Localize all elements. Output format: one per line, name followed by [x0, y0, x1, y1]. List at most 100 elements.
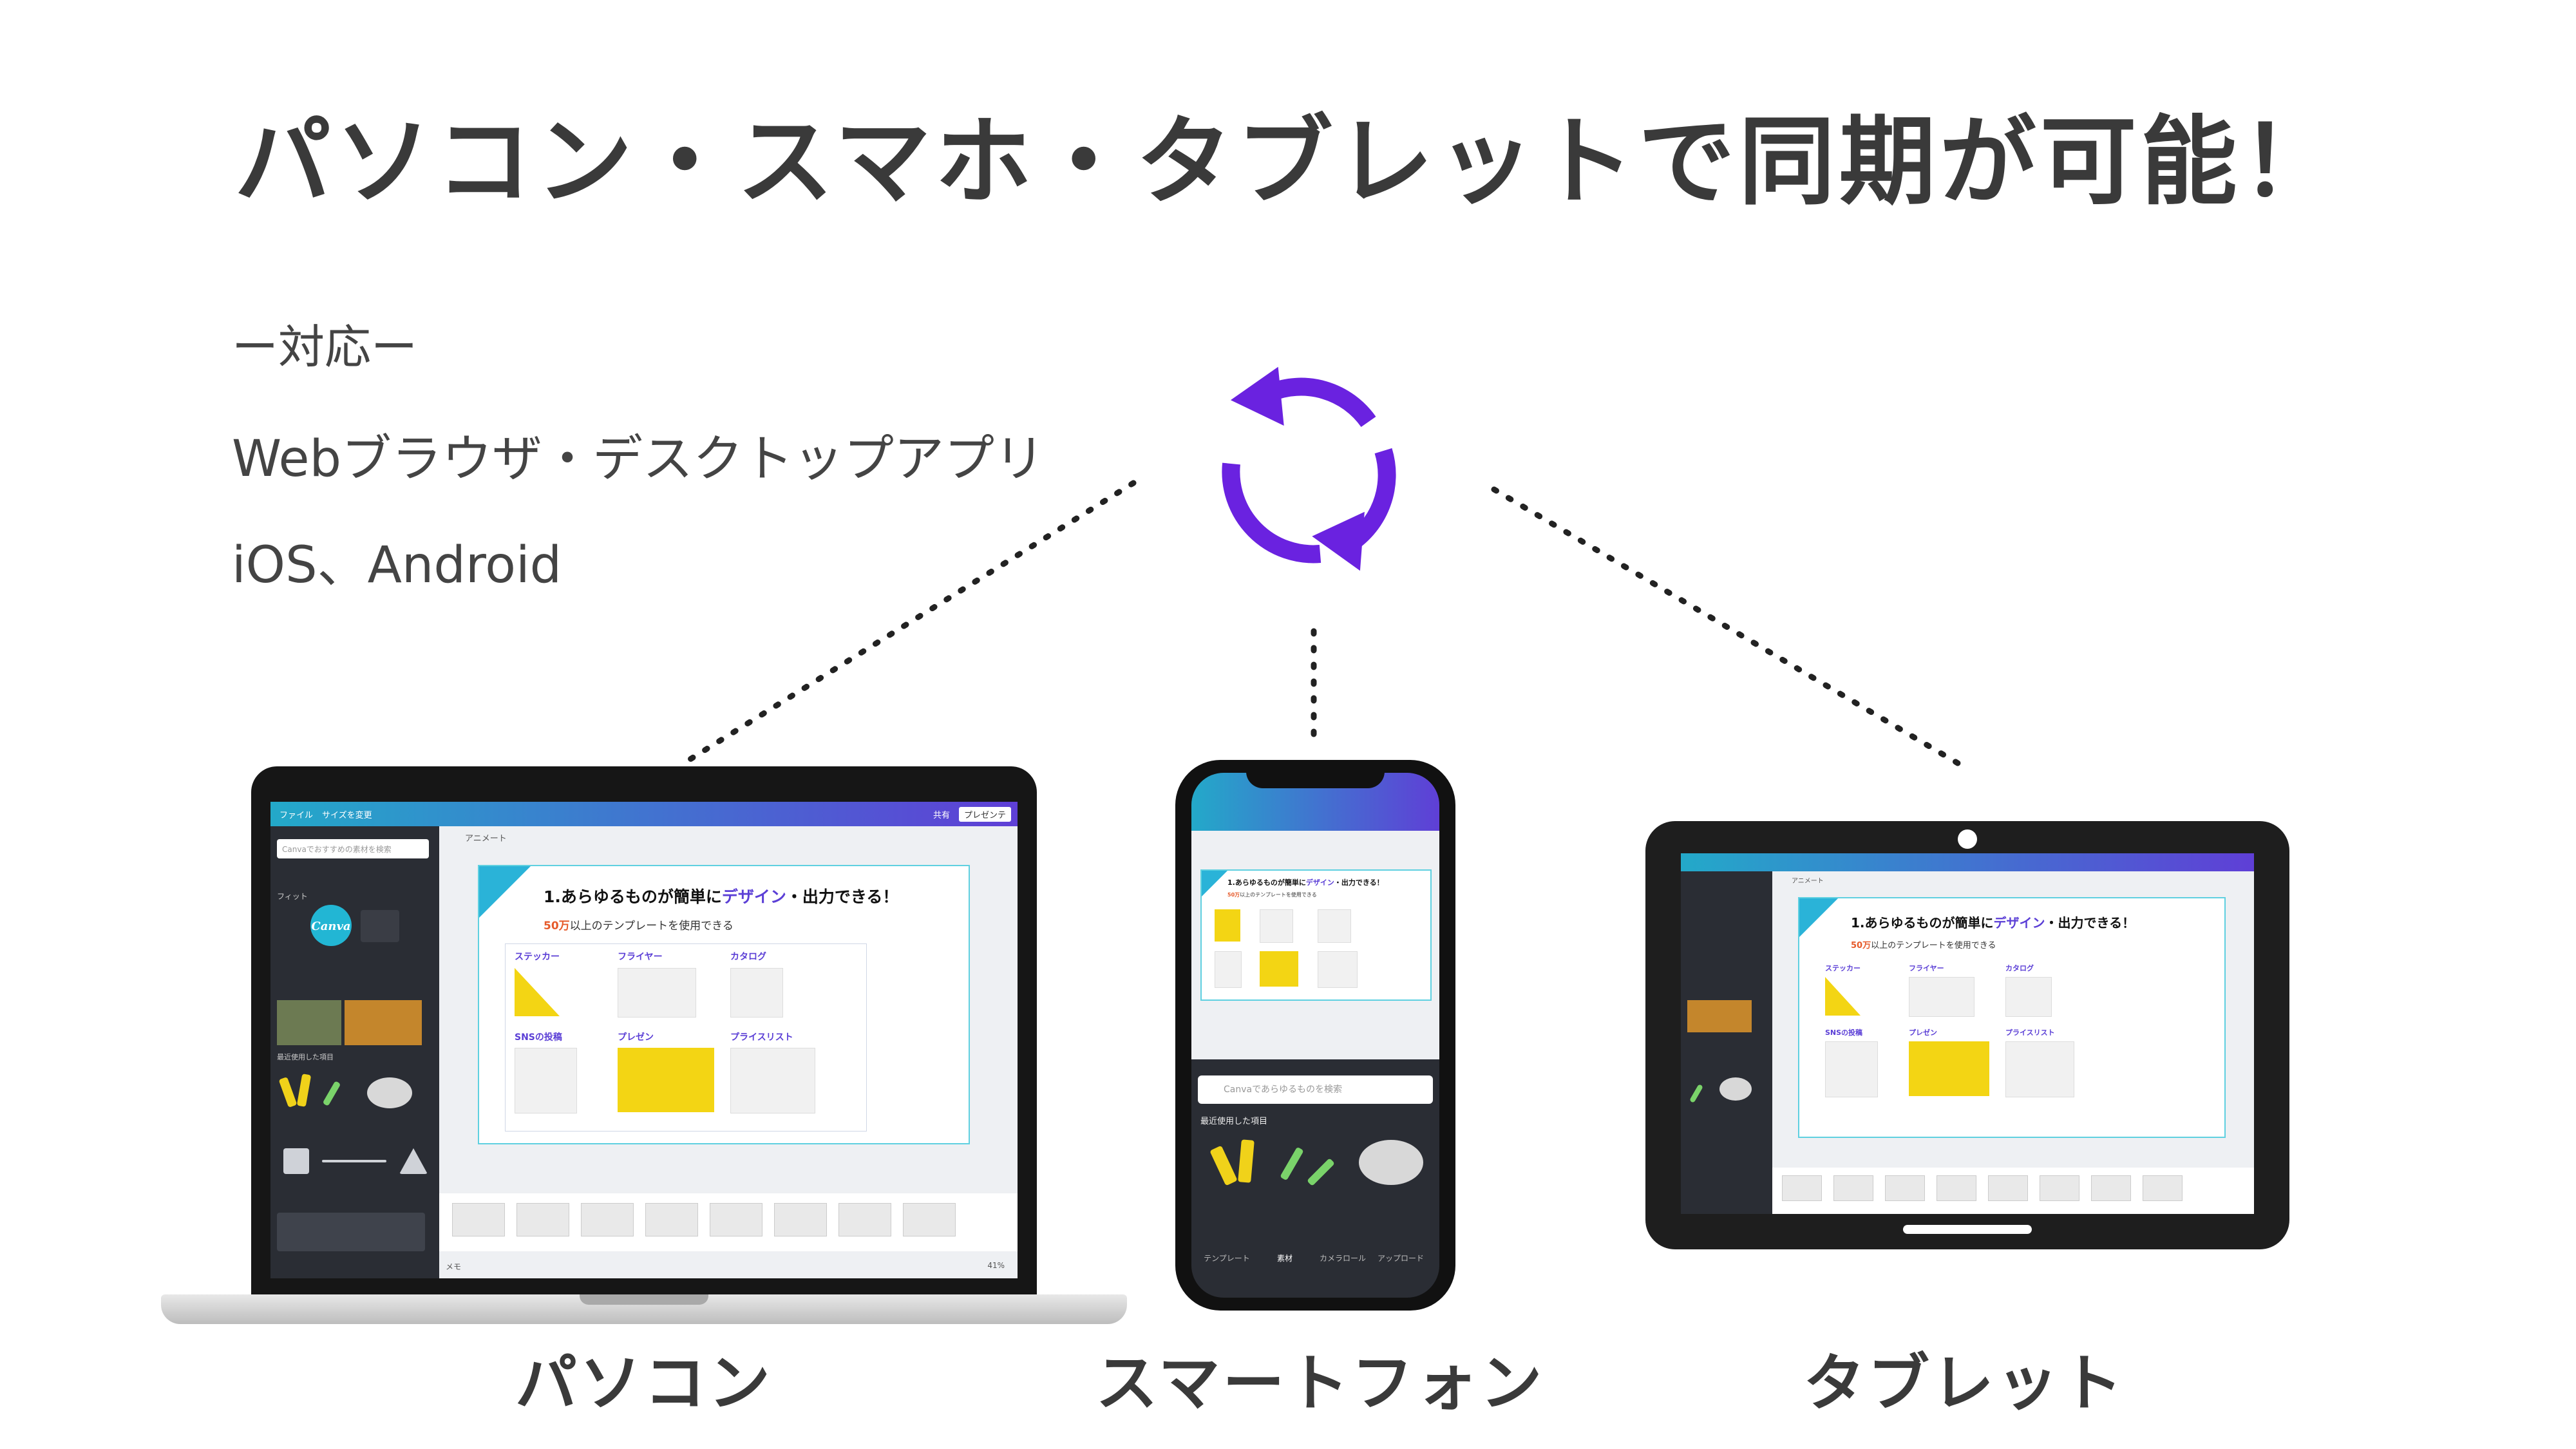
editor-toolbar: ファイル サイズを変更 共有 プレゼンテ	[270, 802, 1018, 826]
sticker-stroke[interactable]	[1209, 1145, 1238, 1186]
phone-slide-subheading: 50万以上のテンプレートを使用できる	[1227, 892, 1317, 898]
sidebar-photo[interactable]	[277, 1000, 341, 1045]
page-thumbnail[interactable]	[774, 1203, 827, 1236]
phone-nav-upload[interactable]: アップロード	[1377, 1254, 1424, 1263]
tile-label-presentation: プレゼン	[618, 1032, 654, 1043]
shape-line[interactable]	[322, 1160, 386, 1162]
tile-image-presentation[interactable]	[1909, 1041, 1989, 1096]
tile-image-pricelist[interactable]	[730, 1048, 815, 1113]
slide-title: パソコン・スマホ・タブレットで同期が可能！	[234, 106, 2342, 218]
tile-image-flyer[interactable]	[1909, 977, 1975, 1017]
caption-pc: パソコン	[515, 1347, 773, 1419]
sticker-stroke[interactable]	[322, 1081, 341, 1106]
phone-tile[interactable]	[1215, 951, 1242, 988]
sticker-stroke[interactable]	[1689, 1084, 1703, 1103]
phone-tile[interactable]	[1215, 909, 1240, 942]
shape-square[interactable]	[283, 1148, 309, 1174]
tile-image-catalog[interactable]	[730, 968, 783, 1018]
laptop-notch	[580, 1294, 708, 1305]
page-thumbnail[interactable]	[1885, 1175, 1925, 1201]
slide-corner-badge	[1799, 898, 1838, 937]
phone-tile[interactable]	[1260, 951, 1298, 987]
sync-icon	[1222, 366, 1396, 571]
sidebar-search-input[interactable]: Canvaでおすすめの素材を検索	[277, 839, 429, 858]
phone-sticker[interactable]	[1359, 1140, 1423, 1185]
phone-nav-elements[interactable]: 素材	[1276, 1254, 1293, 1263]
tablet-sidebar	[1681, 871, 1771, 1214]
sticker-stroke[interactable]	[1238, 1139, 1255, 1183]
share-button[interactable]: 共有	[933, 810, 950, 820]
sidebar-frames[interactable]	[277, 1213, 425, 1251]
page-thumbnail[interactable]	[645, 1203, 698, 1236]
page-thumbnail[interactable]	[903, 1203, 956, 1236]
slide-subheading: 50万以上のテンプレートを使用できる	[544, 920, 734, 933]
slide-heading: 1.あらゆるものが簡単にデザイン・出力できる！	[544, 887, 899, 906]
sidebar-photo[interactable]	[345, 1000, 422, 1045]
notes-button[interactable]: メモ	[446, 1262, 462, 1271]
support-heading: ー対応ー	[232, 320, 418, 374]
tablet-home-bar	[1903, 1225, 2032, 1234]
page-thumbnail[interactable]	[2040, 1175, 2079, 1201]
page-thumbnail[interactable]	[516, 1203, 569, 1236]
sidebar-element[interactable]	[1719, 1077, 1752, 1101]
zoom-level[interactable]: 41%	[987, 1261, 1005, 1270]
tile-image-sns[interactable]	[515, 1048, 577, 1113]
slide-corner-badge	[479, 866, 531, 918]
tablet-camera	[1958, 829, 1977, 849]
sidebar-element[interactable]	[367, 1077, 412, 1108]
menu-file[interactable]: ファイル	[279, 810, 314, 820]
sticker-stroke[interactable]	[1280, 1146, 1304, 1181]
tile-label-catalog: カタログ	[2005, 964, 2034, 972]
tile-image-sticker[interactable]	[1825, 977, 1861, 1016]
page-thumbnail[interactable]	[2091, 1175, 2131, 1201]
tablet-slide-subheading: 50万以上のテンプレートを使用できる	[1851, 941, 1996, 951]
phone-tile[interactable]	[1318, 951, 1358, 988]
editor-canvas: アニメート 1.あらゆるものが簡単にデザイン・出力できる！ 50万以上のテンプレ…	[439, 826, 1018, 1278]
phone-design-slide[interactable]: 1.あらゆるものが簡単にデザイン・出力できる！ 50万以上のテンプレートを使用で…	[1200, 869, 1432, 1001]
page-thumbnail[interactable]	[1937, 1175, 1976, 1201]
phone-screen: 1.あらゆるものが簡単にデザイン・出力できる！ 50万以上のテンプレートを使用で…	[1191, 773, 1439, 1298]
tile-image-presentation[interactable]	[618, 1048, 714, 1112]
design-slide[interactable]: 1.あらゆるものが簡単にデザイン・出力できる！ 50万以上のテンプレートを使用で…	[478, 865, 970, 1144]
page-thumbnail[interactable]	[2143, 1175, 2183, 1201]
page-thumbnail[interactable]	[710, 1203, 762, 1236]
shape-triangle[interactable]	[399, 1148, 428, 1174]
animate-button[interactable]: アニメート	[1792, 878, 1824, 885]
connector-pc	[686, 480, 1137, 763]
sidebar-element[interactable]	[361, 910, 399, 942]
menu-resize[interactable]: サイズを変更	[322, 810, 372, 820]
tablet-slide-heading: 1.あらゆるものが簡単にデザイン・出力できる！	[1851, 915, 2136, 931]
sticker-stroke[interactable]	[1307, 1158, 1335, 1186]
tile-label-sns: SNSの投稿	[515, 1032, 562, 1043]
tile-label-pricelist: プライスリスト	[730, 1032, 793, 1043]
sidebar-photo[interactable]	[1687, 1000, 1752, 1032]
tile-label-flyer: フライヤー	[1909, 964, 1944, 972]
editor-sidebar: Canvaでおすすめの素材を検索 フィット Canva 最近使用した項目	[270, 826, 438, 1278]
tile-label-catalog: カタログ	[730, 952, 766, 962]
sticker-stroke[interactable]	[278, 1076, 298, 1108]
page-thumbnail[interactable]	[1988, 1175, 2028, 1201]
tablet-toolbar	[1681, 853, 2254, 871]
slide-corner-badge	[1202, 871, 1227, 896]
phone-tile[interactable]	[1260, 909, 1293, 943]
tile-image-sns[interactable]	[1825, 1041, 1878, 1097]
tile-image-flyer[interactable]	[618, 968, 696, 1018]
tile-image-pricelist[interactable]	[2005, 1041, 2074, 1097]
page-thumbnail[interactable]	[581, 1203, 634, 1236]
phone-nav-camera-roll[interactable]: カメラロール	[1319, 1254, 1366, 1263]
phone-tile[interactable]	[1318, 909, 1351, 943]
animate-button[interactable]: アニメート	[465, 834, 507, 844]
page-thumbnail[interactable]	[838, 1203, 891, 1236]
phone-search-input[interactable]: Canvaであらゆるものを検索	[1198, 1075, 1433, 1104]
phone-search-placeholder: Canvaであらゆるものを検索	[1224, 1084, 1342, 1095]
tablet-design-slide[interactable]: 1.あらゆるものが簡単にデザイン・出力できる！ 50万以上のテンプレートを使用で…	[1798, 897, 2226, 1138]
page-thumbnail[interactable]	[1782, 1175, 1822, 1201]
present-button[interactable]: プレゼンテ	[958, 806, 1011, 822]
phone-nav-templates[interactable]: テンプレート	[1204, 1254, 1250, 1263]
tile-image-catalog[interactable]	[2005, 977, 2052, 1017]
page-thumbnail[interactable]	[1833, 1175, 1873, 1201]
tile-label-sns: SNSの投稿	[1825, 1028, 1863, 1037]
sticker-stroke[interactable]	[296, 1074, 312, 1107]
page-thumbnail[interactable]	[452, 1203, 505, 1236]
page-thumbnail-strip	[1772, 1168, 2254, 1214]
